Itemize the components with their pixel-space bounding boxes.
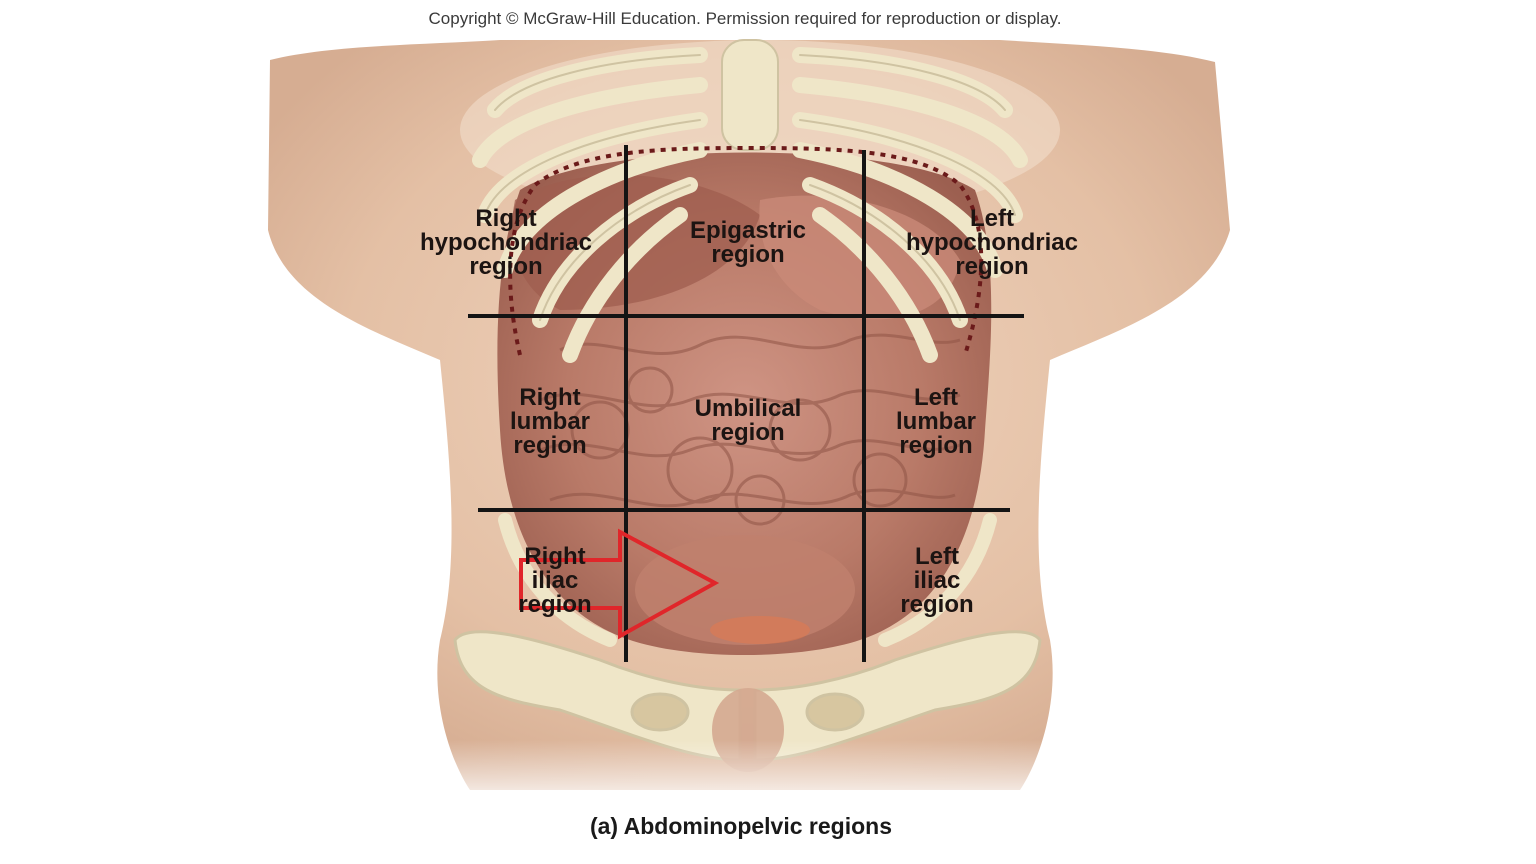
label-left-iliac: Left iliac region [900, 543, 974, 618]
label-right-iliac: Right iliac region [518, 543, 592, 618]
copyright-notice: Copyright © McGraw-Hill Education. Permi… [428, 9, 1062, 28]
dotted-diaphragm-outline [508, 145, 984, 356]
red-arrow-annotation [519, 528, 720, 640]
label-left-hypochondriac: Left hypochondriac region [905, 205, 1079, 280]
iliac-crests [498, 513, 997, 647]
label-epigastric: Epigastric region [689, 217, 807, 268]
sternum [721, 39, 779, 151]
label-right-hypochondriac: Right hypochondriac region [419, 205, 593, 280]
figure-caption: (a) Abdominopelvic regions [589, 813, 892, 839]
pelvis [453, 630, 1042, 762]
label-right-lumbar: Right lumbar region [509, 384, 590, 459]
rib-cage [472, 47, 1028, 363]
region-grid [468, 145, 1024, 662]
label-left-lumbar: Left lumbar region [895, 384, 976, 459]
label-umbilical: Umbilical region [694, 395, 802, 446]
pelvic-organ [635, 535, 855, 645]
